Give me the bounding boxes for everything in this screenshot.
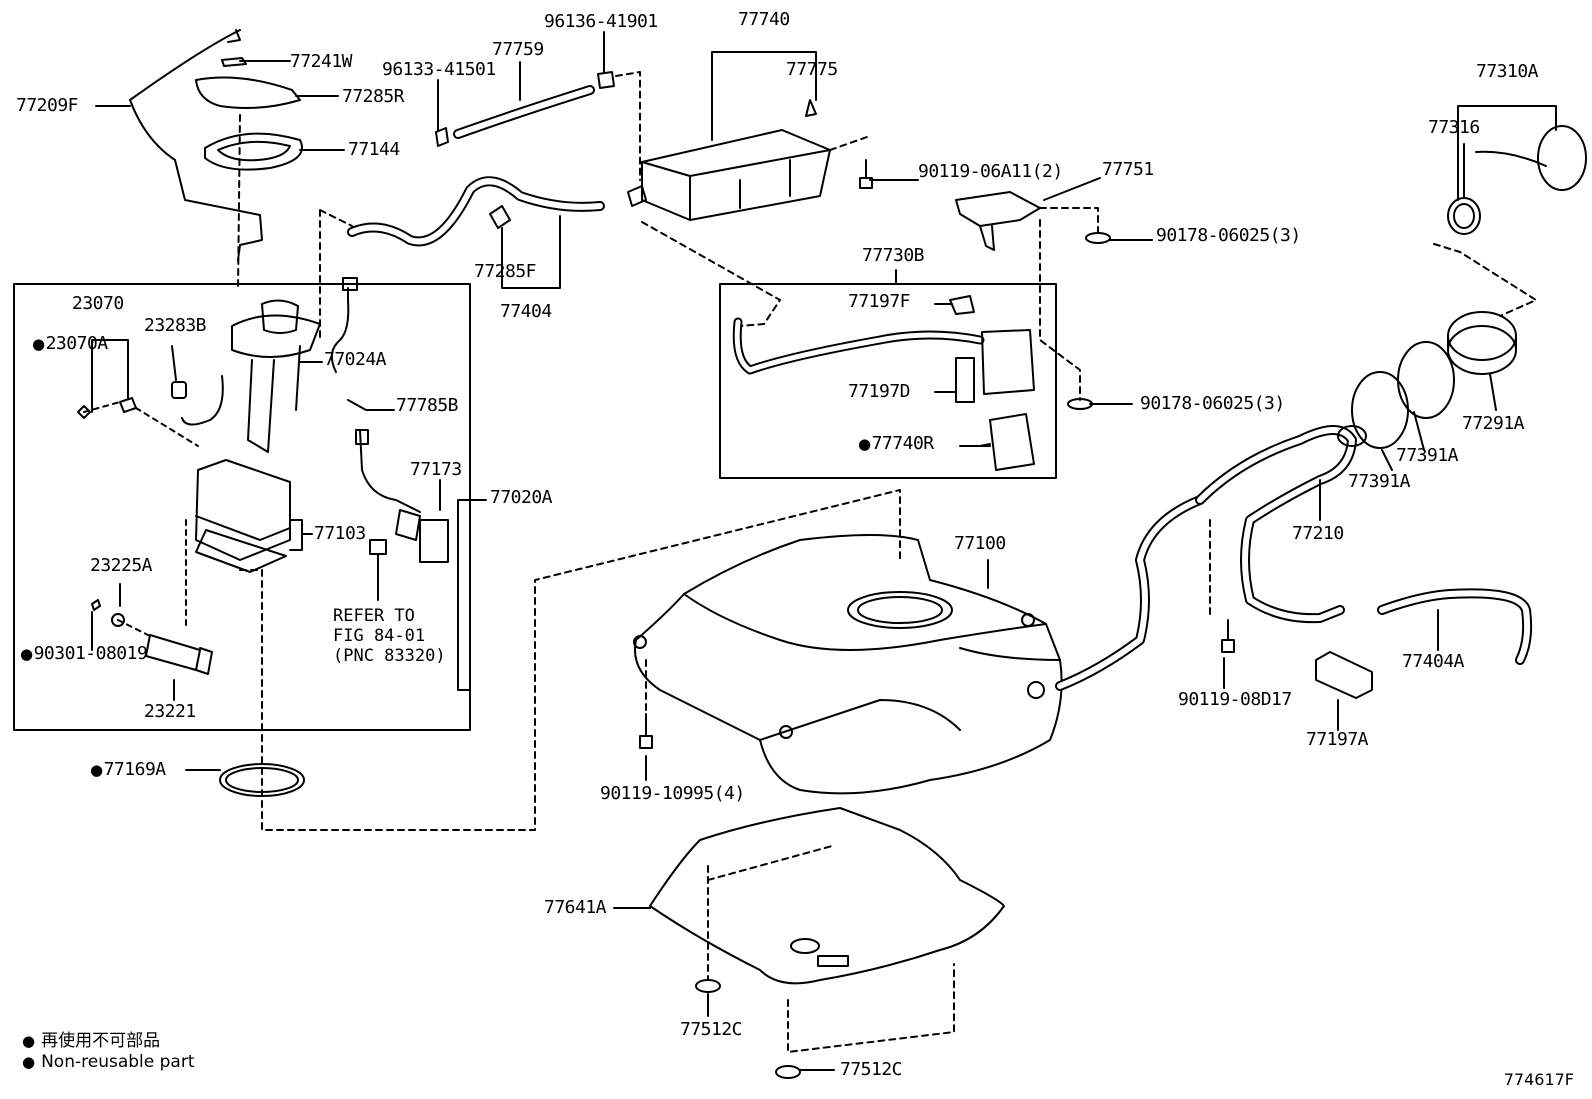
part-label-77144: 77144: [348, 139, 400, 160]
part-label-77641a: 77641A: [544, 897, 607, 918]
part-label-77751: 77751: [1102, 159, 1154, 180]
part-label-90178-06025-b: 90178-06025(3): [1140, 393, 1285, 414]
part-label-77391a-inner: 77391A: [1348, 471, 1411, 492]
part-label-77316: 77316: [1428, 117, 1480, 138]
part-label-77759: 77759: [492, 39, 544, 60]
part-label-23225a: 23225A: [90, 555, 153, 576]
part-label-77285r: 77285R: [342, 86, 405, 107]
legend-english: ● Non-reusable part: [22, 1052, 194, 1072]
legend-english-text: Non-reusable part: [41, 1052, 195, 1072]
part-label-96133-41501: 96133-41501: [382, 59, 496, 80]
part-label-77785b: 77785B: [396, 395, 459, 416]
part-label-77100: 77100: [954, 533, 1006, 554]
part-label-77512c-lower: 77512C: [840, 1059, 903, 1080]
part-label-77404: 77404: [500, 301, 552, 322]
legend-japanese: ● 再使用不可部品: [22, 1026, 160, 1051]
part-label-77241w: 77241W: [290, 51, 353, 72]
part-label-23283b: 23283B: [144, 315, 207, 336]
part-label-77310a: 77310A: [1476, 61, 1539, 82]
part-label-77197a: 77197A: [1306, 729, 1369, 750]
part-label-77291a: 77291A: [1462, 413, 1525, 434]
part-label-23221: 23221: [144, 701, 196, 722]
part-label-23070a: 23070A: [32, 334, 109, 354]
part-label-77197f: 77197F: [848, 291, 911, 312]
part-label-77740: 77740: [738, 9, 790, 30]
part-label-77103: 77103: [314, 523, 366, 544]
part-label-77391a-outer: 77391A: [1396, 445, 1459, 466]
reference-note-line1: REFER TO: [333, 606, 415, 626]
canister-bracket-frame: [719, 283, 1057, 479]
part-label-77169a: 77169A: [90, 760, 167, 780]
part-label-90119-08d17: 90119-08D17: [1178, 689, 1292, 710]
part-label-90119-06a11: 90119-06A11(2): [918, 161, 1063, 182]
part-label-77730b: 77730B: [862, 245, 925, 266]
part-label-77024a: 77024A: [324, 349, 387, 370]
part-label-96136-41901: 96136-41901: [544, 11, 658, 32]
part-label-77210: 77210: [1292, 523, 1344, 544]
part-label-77512c-upper: 77512C: [680, 1019, 743, 1040]
part-label-77209f: 77209F: [16, 95, 79, 116]
figure-id: 774617F: [1503, 1070, 1574, 1089]
reference-note-line3: (PNC 83320): [333, 646, 446, 666]
part-label-77173: 77173: [410, 459, 462, 480]
part-label-90301-08019: 90301-08019: [20, 644, 148, 664]
vent-tube-77209f: [129, 29, 263, 261]
tank-protector-outline: [649, 807, 1005, 985]
bullet-icon: ●: [22, 1053, 36, 1071]
pump-assembly-frame: [13, 283, 471, 731]
part-label-77020a: 77020A: [490, 487, 553, 508]
part-label-77197d: 77197D: [848, 381, 911, 402]
part-label-77775: 77775: [786, 59, 838, 80]
fuel-tank-outline: [634, 534, 1063, 795]
part-label-77740r: 77740R: [858, 434, 935, 454]
bullet-icon: ●: [22, 1032, 36, 1050]
part-label-90119-10995: 90119-10995(4): [600, 783, 745, 804]
part-label-77285f: 77285F: [474, 261, 537, 282]
part-label-77404a: 77404A: [1402, 651, 1465, 672]
reference-note-line2: FIG 84-01: [333, 626, 426, 646]
legend-japanese-text: 再使用不可部品: [41, 1031, 161, 1051]
reference-note: REFER TO FIG 84-01 (PNC 83320): [333, 606, 446, 666]
part-label-23070: 23070: [72, 293, 124, 314]
part-label-90178-06025-a: 90178-06025(3): [1156, 225, 1301, 246]
